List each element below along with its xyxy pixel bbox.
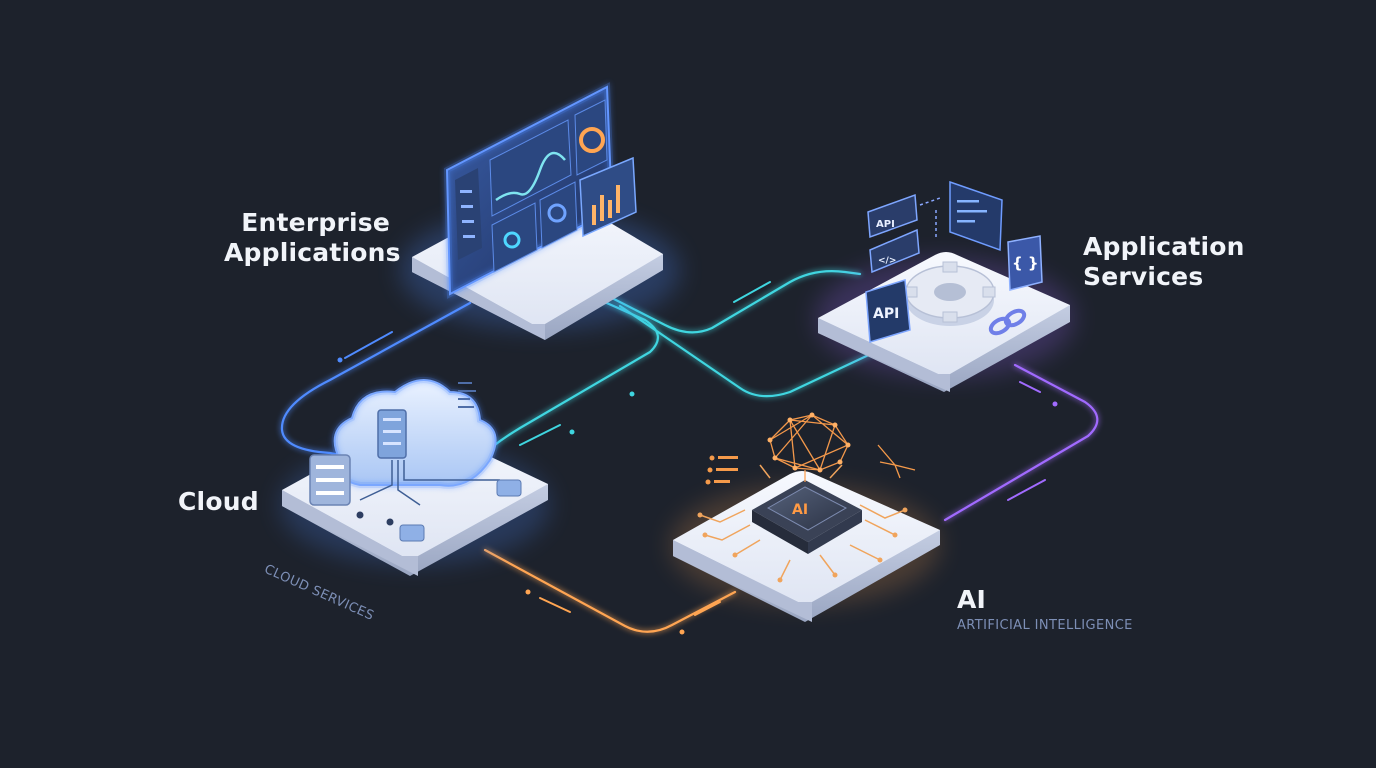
code-tag: </> xyxy=(869,228,920,274)
braces-block: { } xyxy=(1007,235,1043,291)
enterprise-label-line2: Applications xyxy=(224,238,401,267)
app-services-platform: API </> API { } xyxy=(815,180,1075,392)
link-enterprise-services xyxy=(610,270,862,334)
app-services-label: Application Services xyxy=(1083,232,1245,292)
ai-sub-label: ARTIFICIAL INTELLIGENCE xyxy=(957,618,1133,633)
link-enterprise-services-lower xyxy=(618,304,877,398)
app-services-label-line2: Services xyxy=(1083,262,1204,291)
api-tag-small: API xyxy=(867,193,918,239)
chain-link-icon xyxy=(988,308,1027,336)
code-tag-label: </> xyxy=(878,256,896,266)
api-tag-large: API xyxy=(865,279,911,343)
api-large-label: API xyxy=(873,306,899,322)
braces-label: { } xyxy=(1012,254,1039,272)
enterprise-platform xyxy=(400,82,680,340)
cloud-platform xyxy=(280,377,550,576)
link-enterprise-cloud xyxy=(280,301,472,457)
connections xyxy=(280,270,1099,633)
app-services-label-line1: Application xyxy=(1083,232,1245,261)
ai-platform: AI xyxy=(670,412,940,622)
server-icon xyxy=(309,409,407,506)
api-small-label: API xyxy=(876,219,895,230)
link-cloud-ai xyxy=(483,548,737,633)
dashboard-icon xyxy=(443,82,637,299)
gear-icon xyxy=(904,261,996,326)
ai-label: AI xyxy=(957,585,987,614)
enterprise-label-line1: Enterprise xyxy=(241,208,390,237)
cloud-label: Cloud xyxy=(178,487,259,516)
link-services-ai xyxy=(943,363,1099,522)
ai-chip-label: AI xyxy=(792,502,808,518)
ai-chip-icon: AI xyxy=(752,480,862,554)
cloud-icon xyxy=(331,377,499,489)
connector-accents xyxy=(337,281,1058,635)
enterprise-label: Enterprise Applications xyxy=(224,208,401,268)
